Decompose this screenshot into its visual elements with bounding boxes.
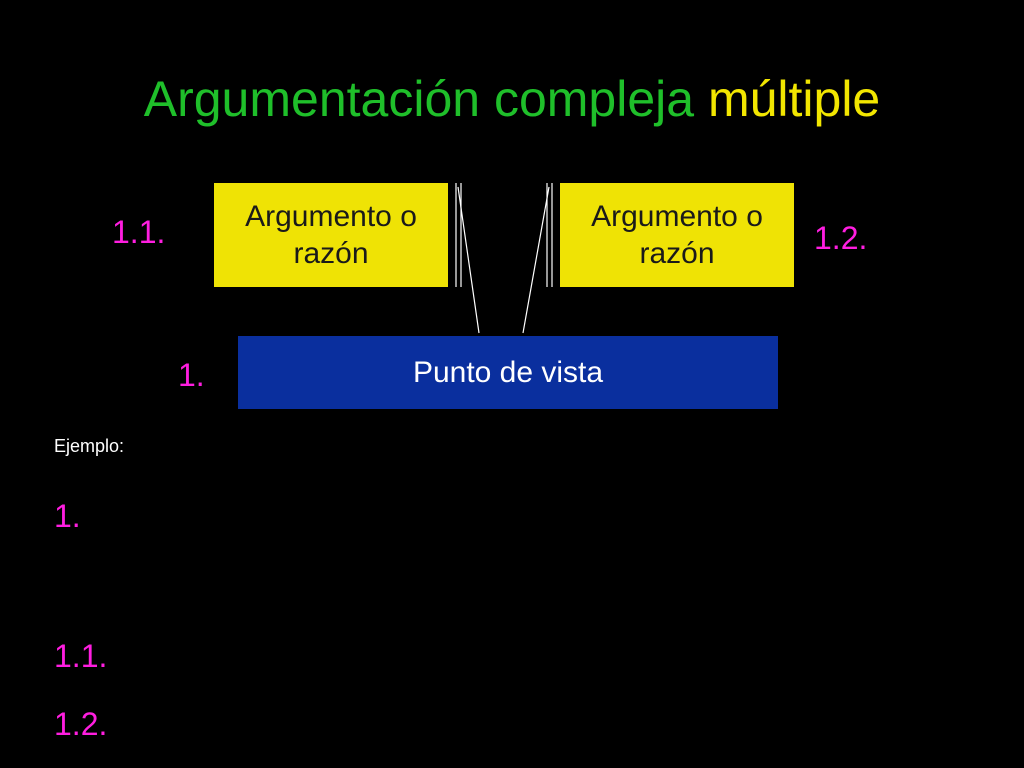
argument-left-box: Argumento o razón [214, 183, 448, 287]
example-item-1-2: 1.2. [54, 706, 108, 742]
title-accent: múltiple [707, 71, 881, 127]
example-label: Ejemplo: [54, 436, 125, 456]
slide-title: Argumentación compleja múltiple [0, 64, 1024, 134]
point-of-view-box: Punto de vista [238, 336, 778, 409]
title-main: Argumentación compleja [143, 71, 695, 127]
argument-left-line1: Argumento o [245, 200, 417, 233]
example-item-1: 1. [54, 498, 81, 534]
argument-right-number: 1.2. [814, 220, 868, 256]
argument-right-box: Argumento o razón [560, 183, 794, 287]
argument-left-line2: razón [293, 237, 369, 270]
point-of-view-number: 1. [178, 357, 205, 393]
argument-right-line1: Argumento o [591, 200, 763, 233]
left-connector-diagonal [457, 186, 480, 334]
example-item-1-1: 1.1. [54, 638, 108, 674]
argument-left-number: 1.1. [112, 214, 166, 250]
right-connector-diagonal [522, 186, 550, 334]
argument-right-line2: razón [639, 237, 715, 270]
point-of-view-label: Punto de vista [412, 355, 604, 389]
